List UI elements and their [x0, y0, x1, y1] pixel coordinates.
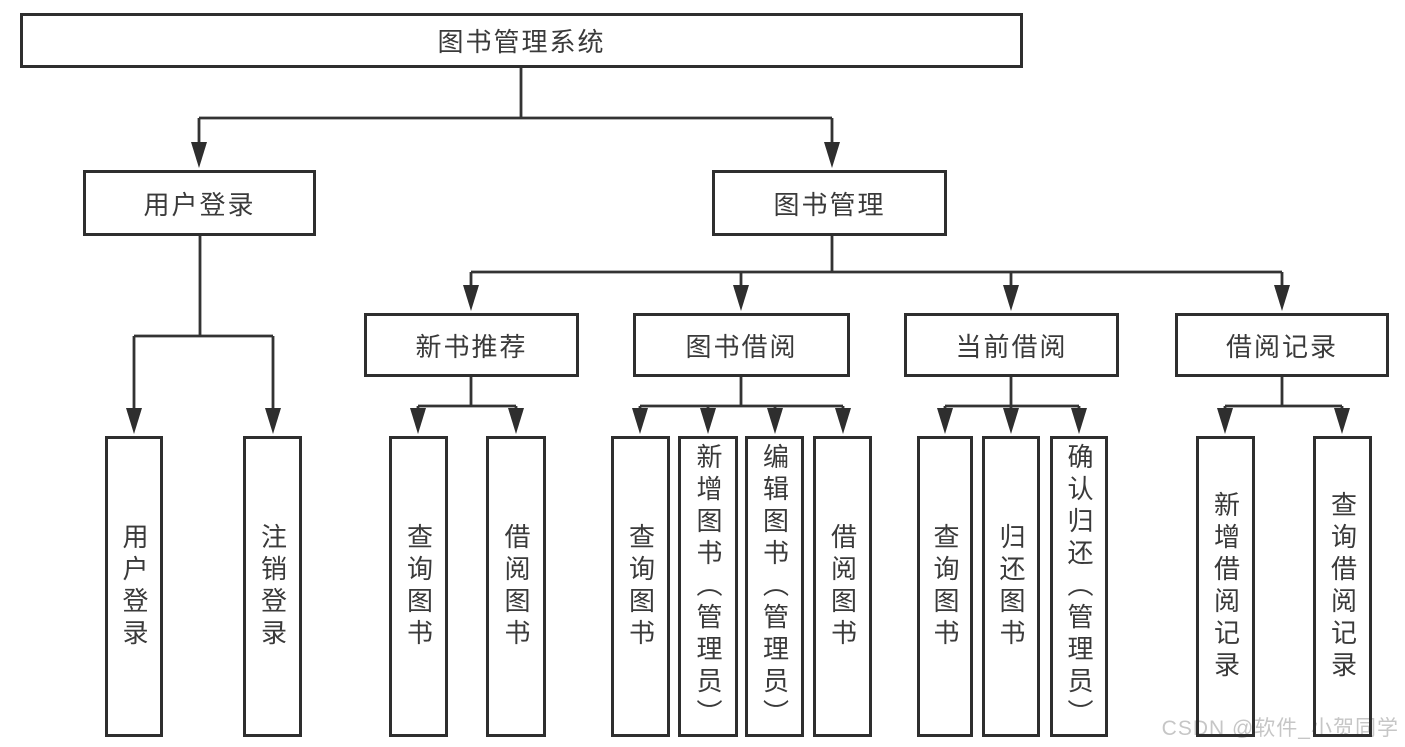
- arrow-icon: [700, 408, 716, 434]
- arrow-icon: [835, 408, 851, 434]
- arrow-icon: [1003, 285, 1019, 311]
- connector-login-to-leaves: [132, 236, 275, 414]
- leaf-query-books-3: 查询图书: [917, 436, 973, 737]
- node-root-label: 图书管理系统: [437, 27, 606, 57]
- node-root: 图书管理系统: [20, 13, 1023, 68]
- leaf-confirm-return-admin: 确认归还（管理员）: [1050, 436, 1108, 737]
- leaf-query-books-2-label: 查询图书: [625, 522, 656, 651]
- leaf-query-borrow-record: 查询借阅记录: [1313, 436, 1372, 737]
- arrow-icon: [1274, 285, 1290, 311]
- connector-records-to-leaves: [1223, 377, 1344, 414]
- arrow-icon: [508, 408, 524, 434]
- node-book-management-label: 图书管理: [773, 189, 886, 220]
- arrow-icon: [1003, 408, 1019, 434]
- arrow-icon: [265, 408, 281, 434]
- arrow-icon: [126, 408, 142, 434]
- arrow-icon: [824, 142, 840, 168]
- connector-root-to-level2: [197, 68, 834, 148]
- leaf-add-borrow-record: 新增借阅记录: [1196, 436, 1255, 737]
- node-new-book-recommend: 新书推荐: [364, 313, 579, 377]
- node-borrow-records: 借阅记录: [1175, 313, 1389, 377]
- arrowheads: [126, 142, 1350, 434]
- leaf-query-books-3-label: 查询图书: [930, 522, 960, 651]
- leaf-borrow-books-1: 借阅图书: [486, 436, 546, 737]
- arrow-icon: [632, 408, 648, 434]
- leaf-add-borrow-record-label: 新增借阅记录: [1210, 490, 1241, 683]
- leaf-user-login: 用户登录: [105, 436, 163, 737]
- leaf-query-books-1: 查询图书: [389, 436, 448, 737]
- leaf-add-book-admin-label: 新增图书（管理员）: [693, 442, 723, 731]
- leaf-add-book-admin: 新增图书（管理员）: [678, 436, 738, 737]
- node-book-borrow-label: 图书借阅: [685, 331, 798, 362]
- node-book-borrow: 图书借阅: [633, 313, 850, 377]
- leaf-logout: 注销登录: [243, 436, 302, 737]
- leaf-return-books: 归还图书: [982, 436, 1040, 737]
- leaf-logout-label: 注销登录: [257, 522, 288, 651]
- arrow-icon: [191, 142, 207, 168]
- leaf-borrow-books-2-label: 借阅图书: [827, 522, 858, 651]
- leaf-query-books-1-label: 查询图书: [403, 522, 434, 651]
- leaf-edit-book-admin-label: 编辑图书（管理员）: [759, 442, 790, 731]
- node-new-book-recommend-label: 新书推荐: [415, 331, 528, 362]
- leaf-borrow-books-2: 借阅图书: [813, 436, 872, 737]
- node-borrow-records-label: 借阅记录: [1225, 331, 1338, 362]
- arrow-icon: [767, 408, 783, 434]
- leaf-return-books-label: 归还图书: [996, 522, 1026, 651]
- leaf-borrow-books-1-label: 借阅图书: [501, 522, 531, 651]
- node-book-management: 图书管理: [712, 170, 947, 236]
- arrow-icon: [733, 285, 749, 311]
- connector-borrow-to-leaves: [638, 377, 845, 414]
- node-current-borrow-label: 当前借阅: [955, 331, 1068, 362]
- arrow-icon: [1071, 408, 1087, 434]
- arrow-icon: [1217, 408, 1233, 434]
- arrow-icon: [410, 408, 426, 434]
- leaf-edit-book-admin: 编辑图书（管理员）: [745, 436, 804, 737]
- arrow-icon: [937, 408, 953, 434]
- arrow-icon: [1334, 408, 1350, 434]
- leaf-query-books-2: 查询图书: [611, 436, 670, 737]
- leaf-query-borrow-record-label: 查询借阅记录: [1327, 490, 1358, 683]
- leaf-user-login-label: 用户登录: [119, 522, 149, 651]
- csdn-watermark: CSDN @软件_小贺同学: [1161, 717, 1399, 740]
- leaf-confirm-return-admin-label: 确认归还（管理员）: [1064, 442, 1094, 731]
- connector-mgmt-to-level3: [469, 236, 1284, 291]
- node-user-login-label: 用户登录: [143, 189, 256, 220]
- arrow-icon: [463, 285, 479, 311]
- node-current-borrow: 当前借阅: [904, 313, 1119, 377]
- node-user-login: 用户登录: [83, 170, 316, 236]
- connector-recommend-to-leaves: [416, 377, 518, 414]
